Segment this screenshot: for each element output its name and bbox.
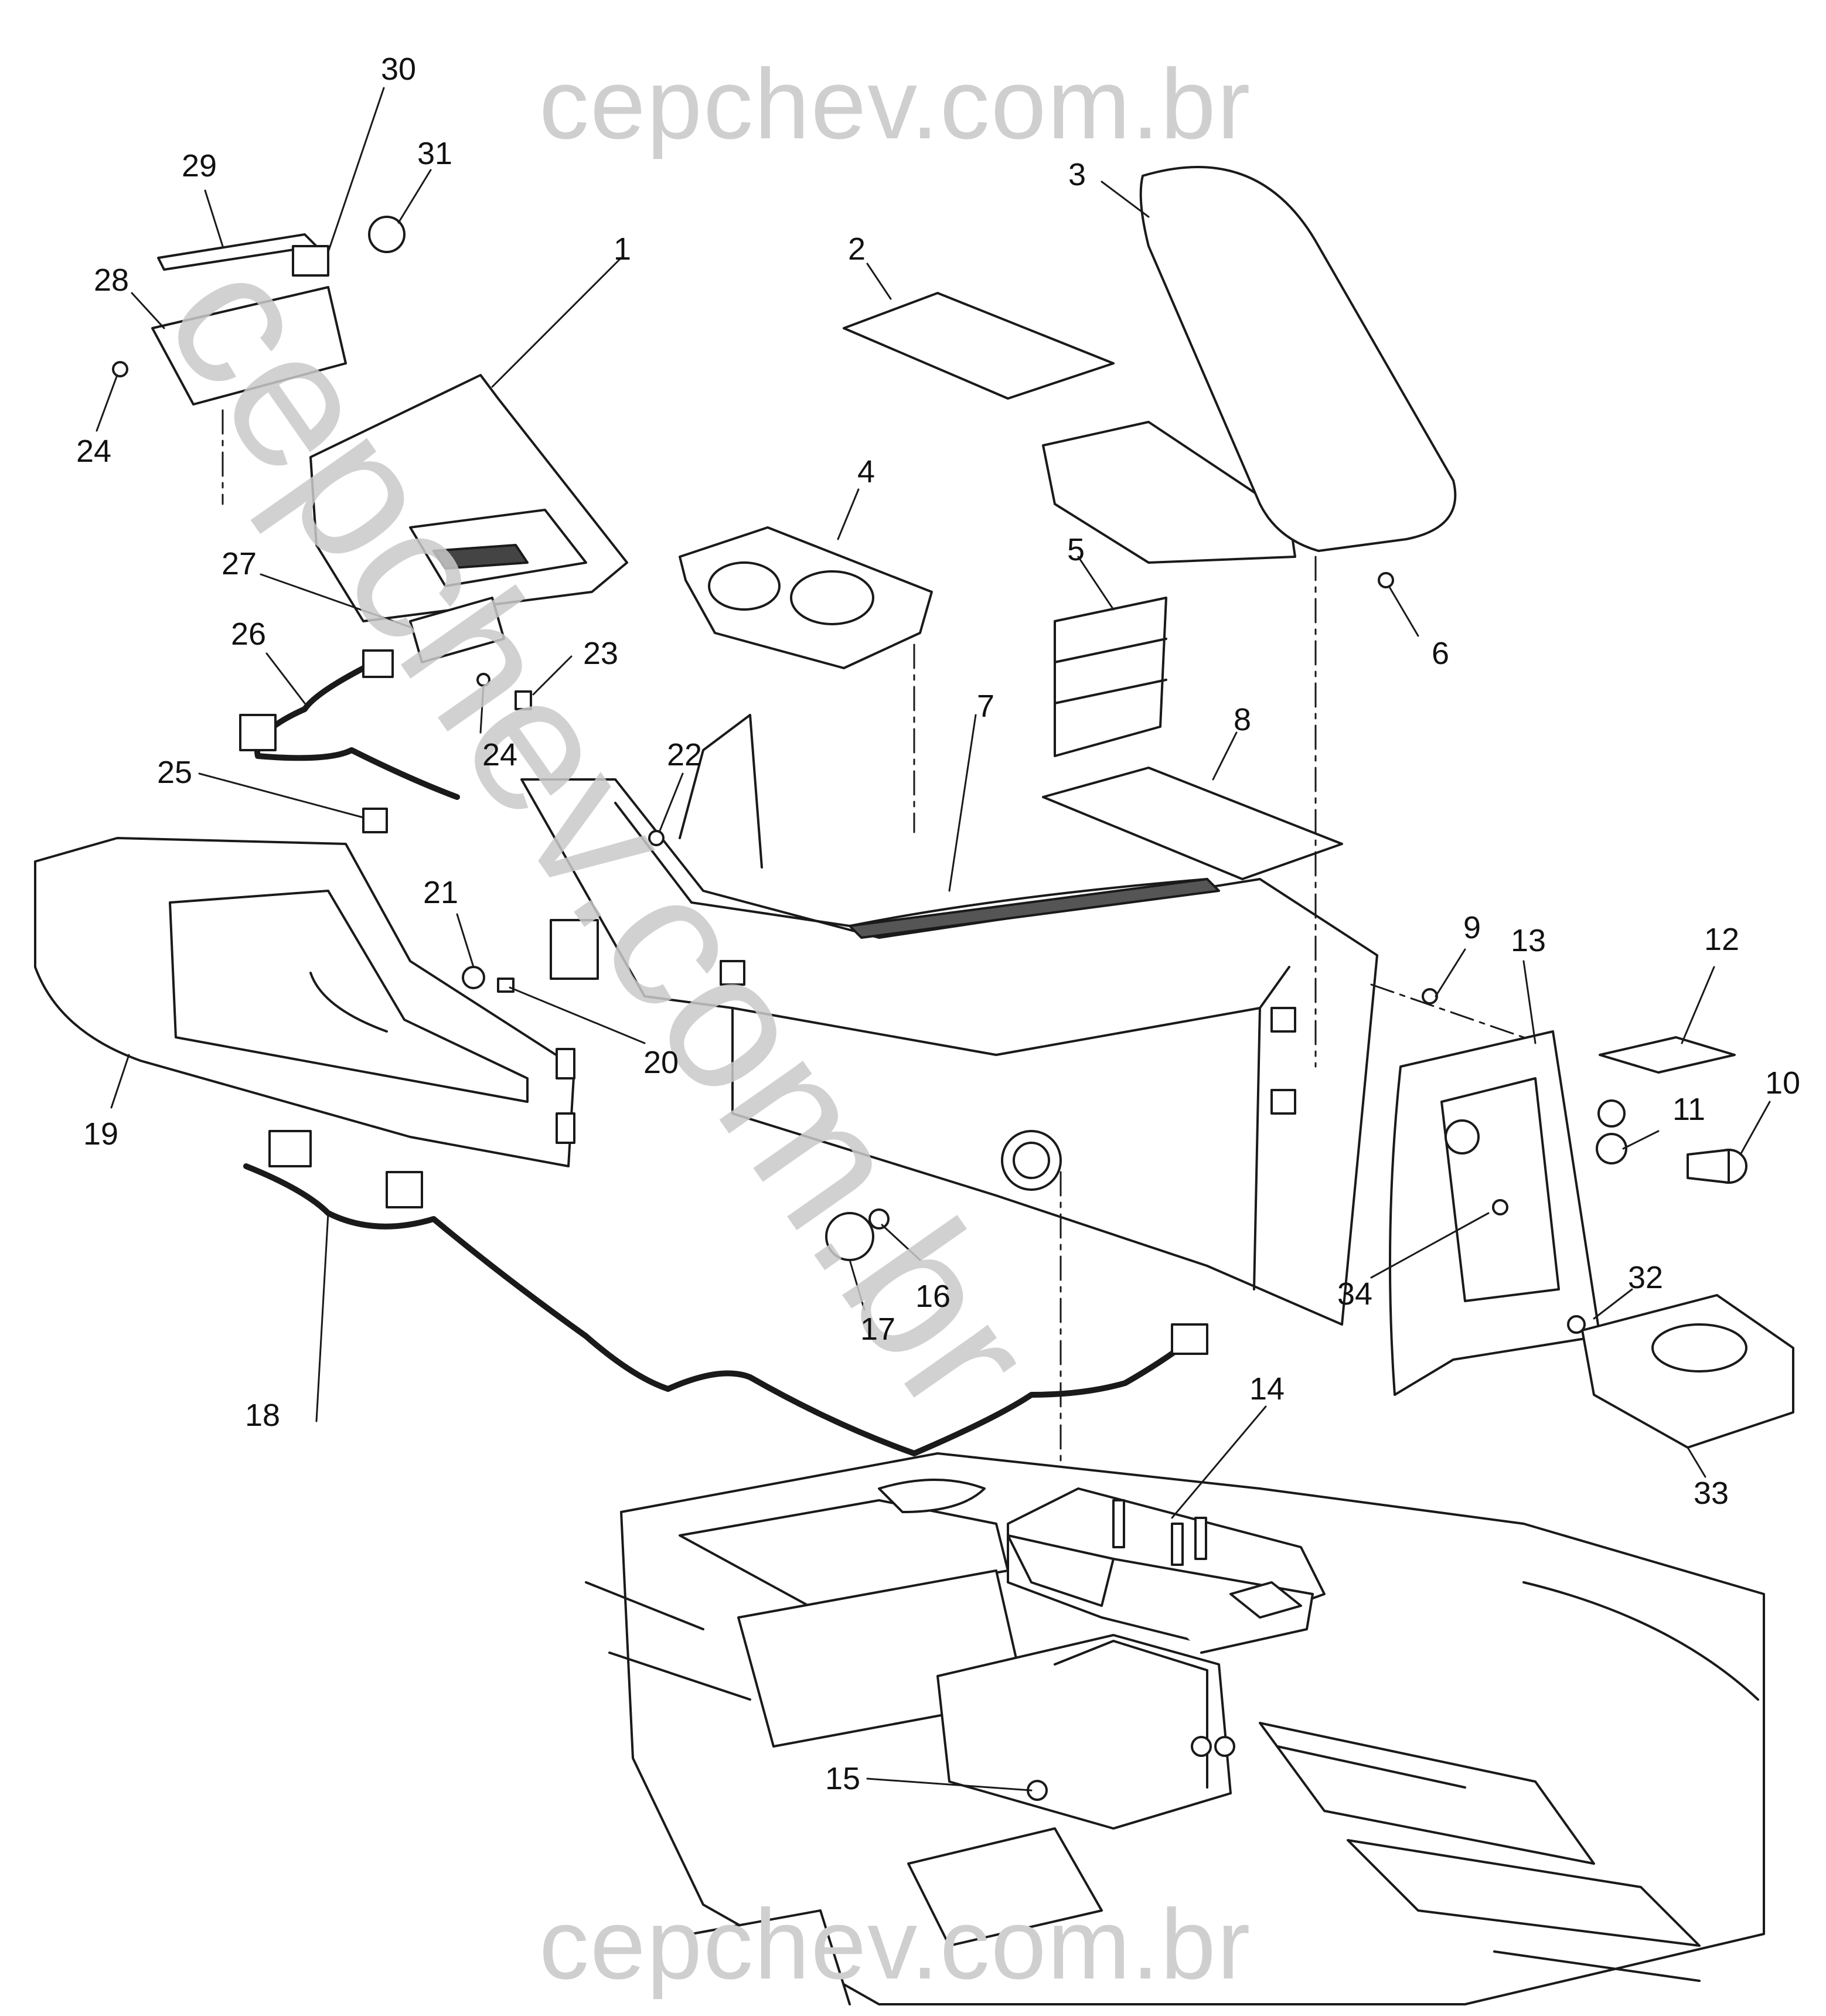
lower-wiring-harness — [246, 1131, 1207, 1453]
callout-13: 13 — [1510, 923, 1546, 958]
callout-23: 23 — [582, 636, 619, 671]
accessory-module — [152, 217, 404, 404]
callout-24-lower: 24 — [482, 737, 518, 772]
callout-34: 34 — [1337, 1276, 1373, 1312]
callout-20: 20 — [643, 1045, 679, 1080]
storage-insert — [1055, 598, 1166, 756]
upper-wiring-harness — [240, 651, 457, 797]
callout-6: 6 — [1431, 636, 1450, 671]
rear-trim-panel — [1390, 1031, 1600, 1395]
callout-22: 22 — [666, 737, 703, 772]
left-side-panel — [35, 838, 574, 1166]
callout-5: 5 — [1067, 532, 1085, 567]
callout-9: 9 — [1463, 910, 1481, 945]
power-outlet — [1597, 1101, 1746, 1183]
callout-7: 7 — [976, 689, 995, 724]
callout-31: 31 — [417, 136, 453, 171]
callout-19: 19 — [83, 1116, 119, 1152]
callout-30: 30 — [380, 52, 417, 87]
watermark-top: cepchev.com.br — [539, 49, 1252, 160]
storage-mat — [844, 293, 1113, 399]
callout-27: 27 — [221, 546, 257, 581]
leader-lines — [96, 87, 1771, 1792]
armrest-lid — [1043, 167, 1455, 563]
callout-14: 14 — [1249, 1371, 1285, 1407]
alignment-lines — [222, 409, 1525, 1466]
callout-32: 32 — [1627, 1260, 1664, 1295]
small-tray — [1600, 1037, 1735, 1072]
console-mat — [1043, 768, 1342, 879]
callout-33: 33 — [1693, 1476, 1729, 1511]
callout-10: 10 — [1764, 1065, 1801, 1101]
callout-15: 15 — [825, 1761, 861, 1796]
rear-cupholder — [1582, 1295, 1793, 1448]
callout-2: 2 — [847, 231, 866, 267]
callout-3: 3 — [1068, 157, 1086, 192]
shifter-bezel — [311, 375, 627, 621]
callout-25: 25 — [156, 755, 193, 790]
callout-12: 12 — [1704, 922, 1740, 957]
callout-17: 17 — [860, 1312, 896, 1347]
callout-11: 11 — [1672, 1092, 1706, 1127]
callout-16: 16 — [915, 1279, 951, 1314]
watermark-bottom: cepchev.com.br — [539, 1889, 1252, 2000]
fasteners — [113, 362, 1585, 1800]
callout-21: 21 — [423, 875, 459, 910]
callout-18: 18 — [244, 1398, 281, 1433]
callout-4: 4 — [857, 454, 875, 489]
console-bracket — [938, 1489, 1324, 1828]
switch-assembly — [410, 598, 504, 662]
cupholder — [680, 527, 932, 668]
callout-26: 26 — [230, 617, 267, 652]
console-body — [522, 715, 1377, 1324]
callout-29: 29 — [181, 148, 217, 183]
callout-24-upper: 24 — [76, 434, 112, 469]
callout-28: 28 — [93, 263, 130, 298]
callout-1: 1 — [613, 231, 632, 267]
callout-8: 8 — [1233, 702, 1252, 737]
